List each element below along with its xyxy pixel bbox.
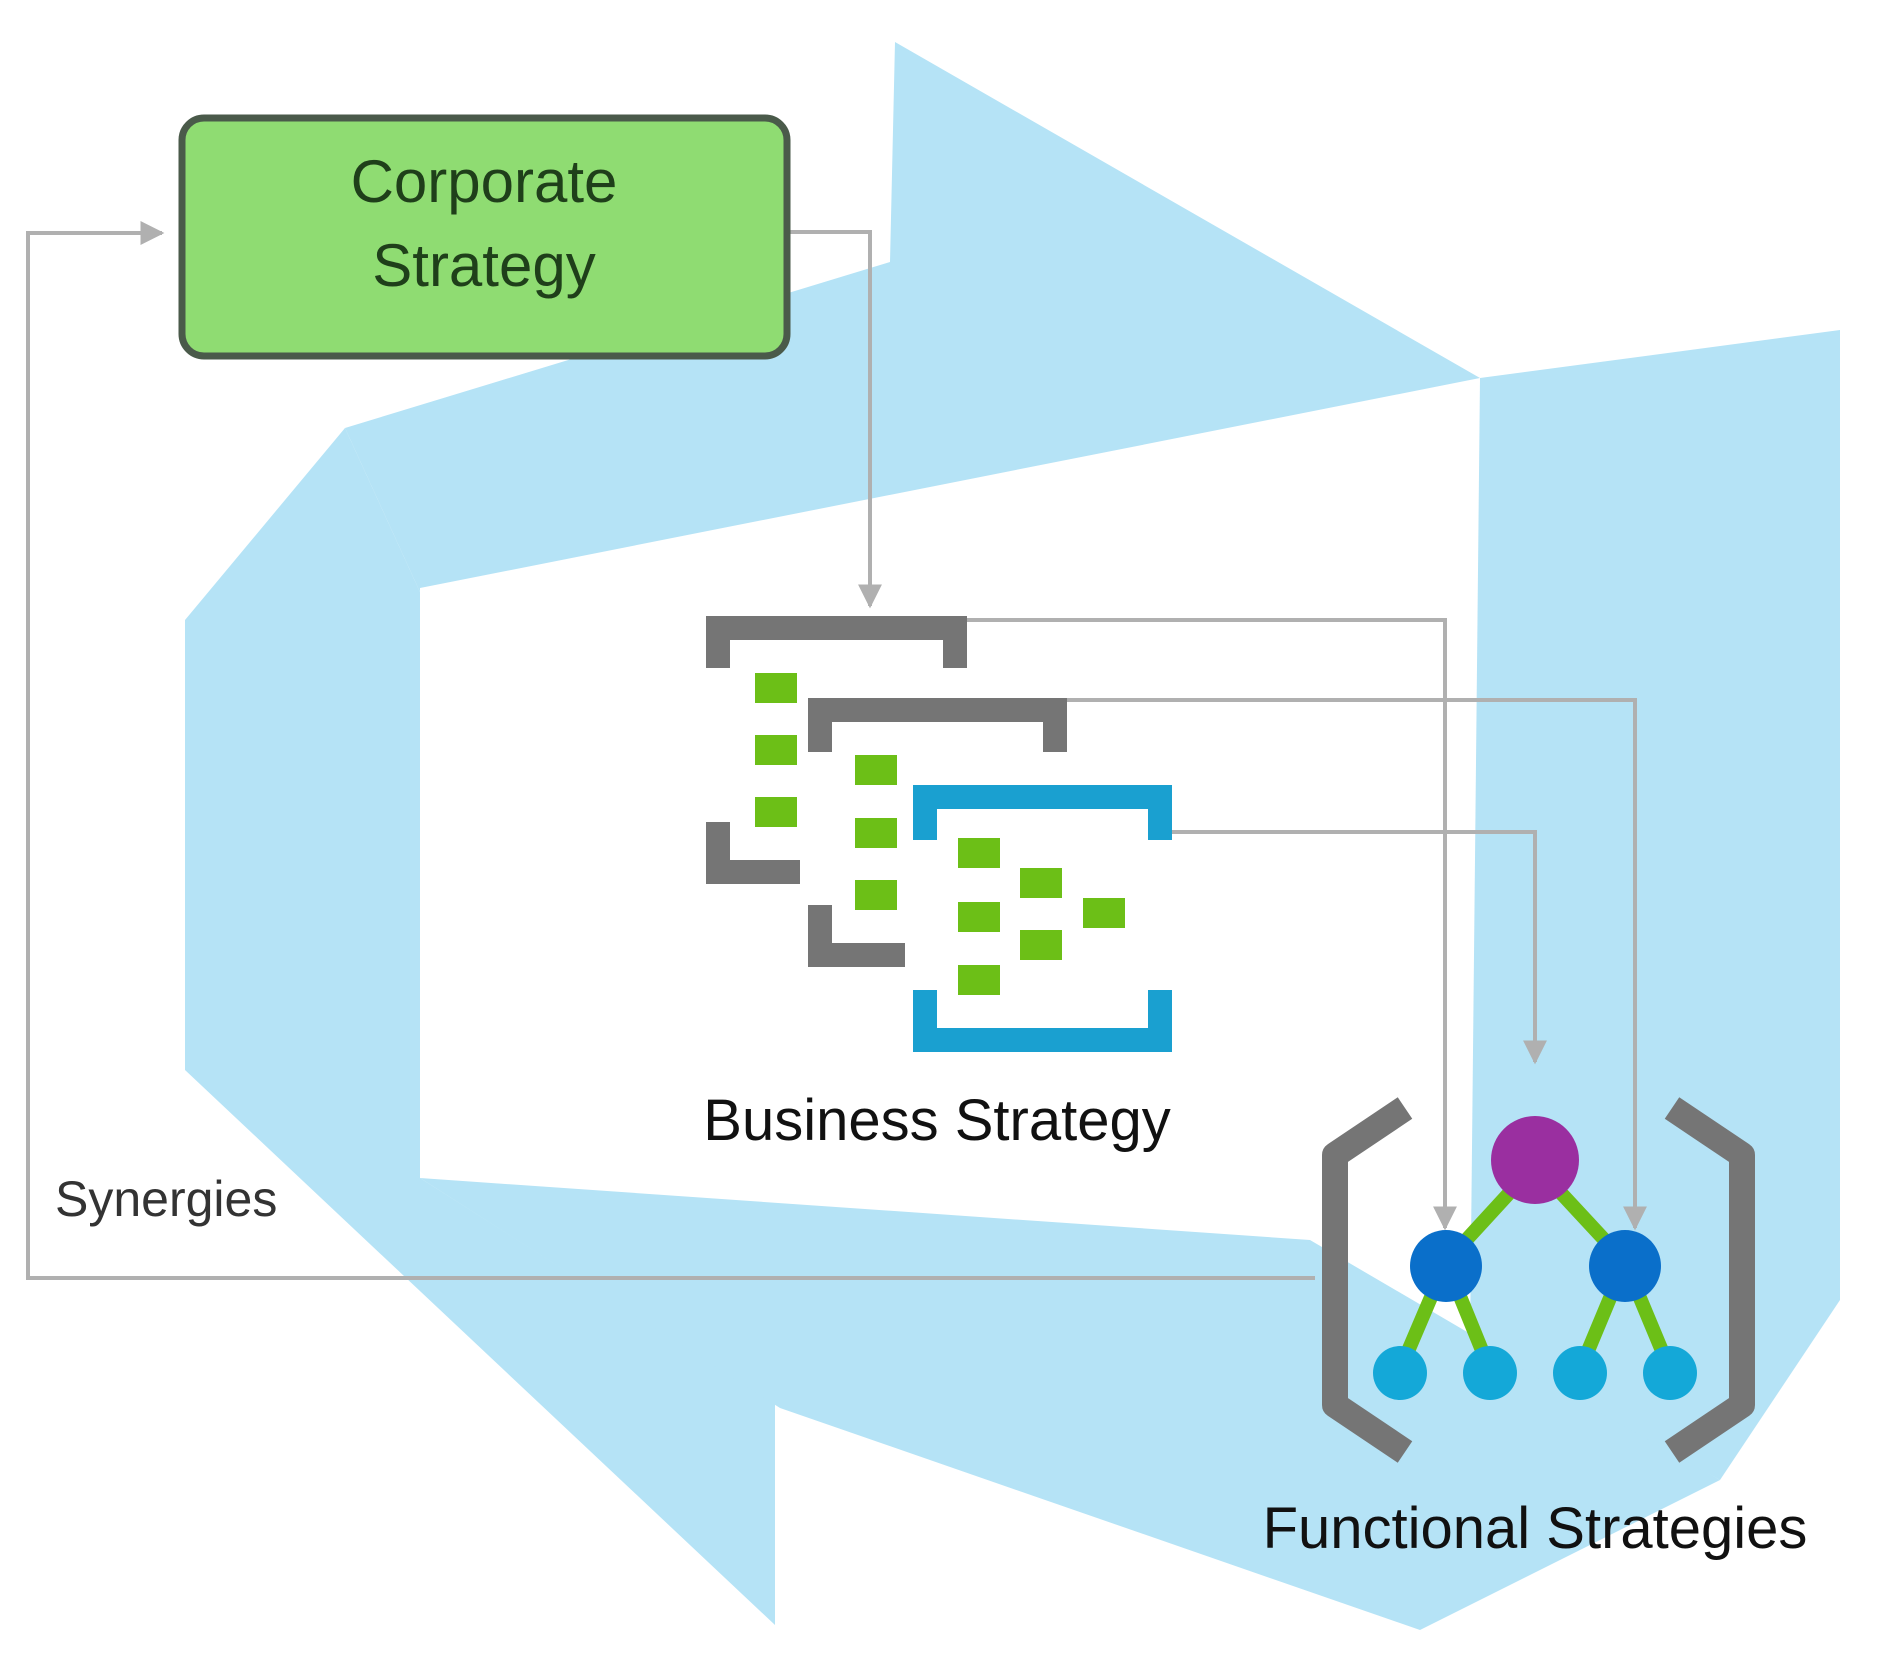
green-chip — [1020, 930, 1062, 960]
green-chip — [958, 838, 1000, 868]
mid-node-right — [1589, 1230, 1661, 1302]
root-node — [1491, 1116, 1579, 1204]
right-band-shape — [1470, 330, 1840, 1480]
upper-arrow-shape — [345, 42, 1480, 592]
green-chip — [958, 965, 1000, 995]
corporate-strategy-label-line2: Strategy — [372, 232, 595, 299]
green-chip — [755, 735, 797, 765]
business-doc-front — [913, 785, 1172, 1052]
green-chip — [755, 673, 797, 703]
business-strategy-icon — [706, 616, 1172, 1052]
corporate-strategy-box — [178, 114, 791, 360]
connector-business-to-functional-right — [1065, 698, 1647, 1231]
mid-node-left — [1410, 1230, 1482, 1302]
green-chip — [755, 797, 797, 827]
connector-corporate-to-business — [790, 230, 882, 609]
connector-business-to-functional-left — [960, 618, 1457, 1231]
connector-business-to-functional-top — [1160, 830, 1547, 1065]
business-strategy-label: Business Strategy — [703, 1088, 1170, 1153]
business-doc-back — [706, 616, 967, 884]
leaf-node — [1373, 1346, 1427, 1400]
lower-arrow-shape — [420, 1178, 1720, 1630]
green-chip — [1020, 868, 1062, 898]
left-bracket — [1322, 1097, 1413, 1463]
green-chip — [958, 902, 1000, 932]
green-chip — [855, 880, 897, 910]
green-chip — [855, 755, 897, 785]
left-band-shape — [185, 428, 775, 1625]
functional-strategies-icon — [1322, 1097, 1755, 1463]
leaf-node — [1553, 1346, 1607, 1400]
connector-synergies-feedback — [26, 221, 1315, 1280]
connectors — [26, 221, 1647, 1280]
synergies-label: Synergies — [55, 1171, 277, 1227]
green-chip — [855, 818, 897, 848]
leaf-node — [1463, 1346, 1517, 1400]
business-doc-middle — [808, 698, 1067, 967]
leaf-node — [1643, 1346, 1697, 1400]
corporate-strategy-label-line1: Corporate — [351, 148, 618, 215]
green-chip — [1083, 898, 1125, 928]
right-bracket — [1664, 1097, 1755, 1463]
functional-strategies-label: Functional Strategies — [1263, 1496, 1808, 1561]
corporate-strategy-node: Corporate Strategy — [178, 114, 791, 360]
